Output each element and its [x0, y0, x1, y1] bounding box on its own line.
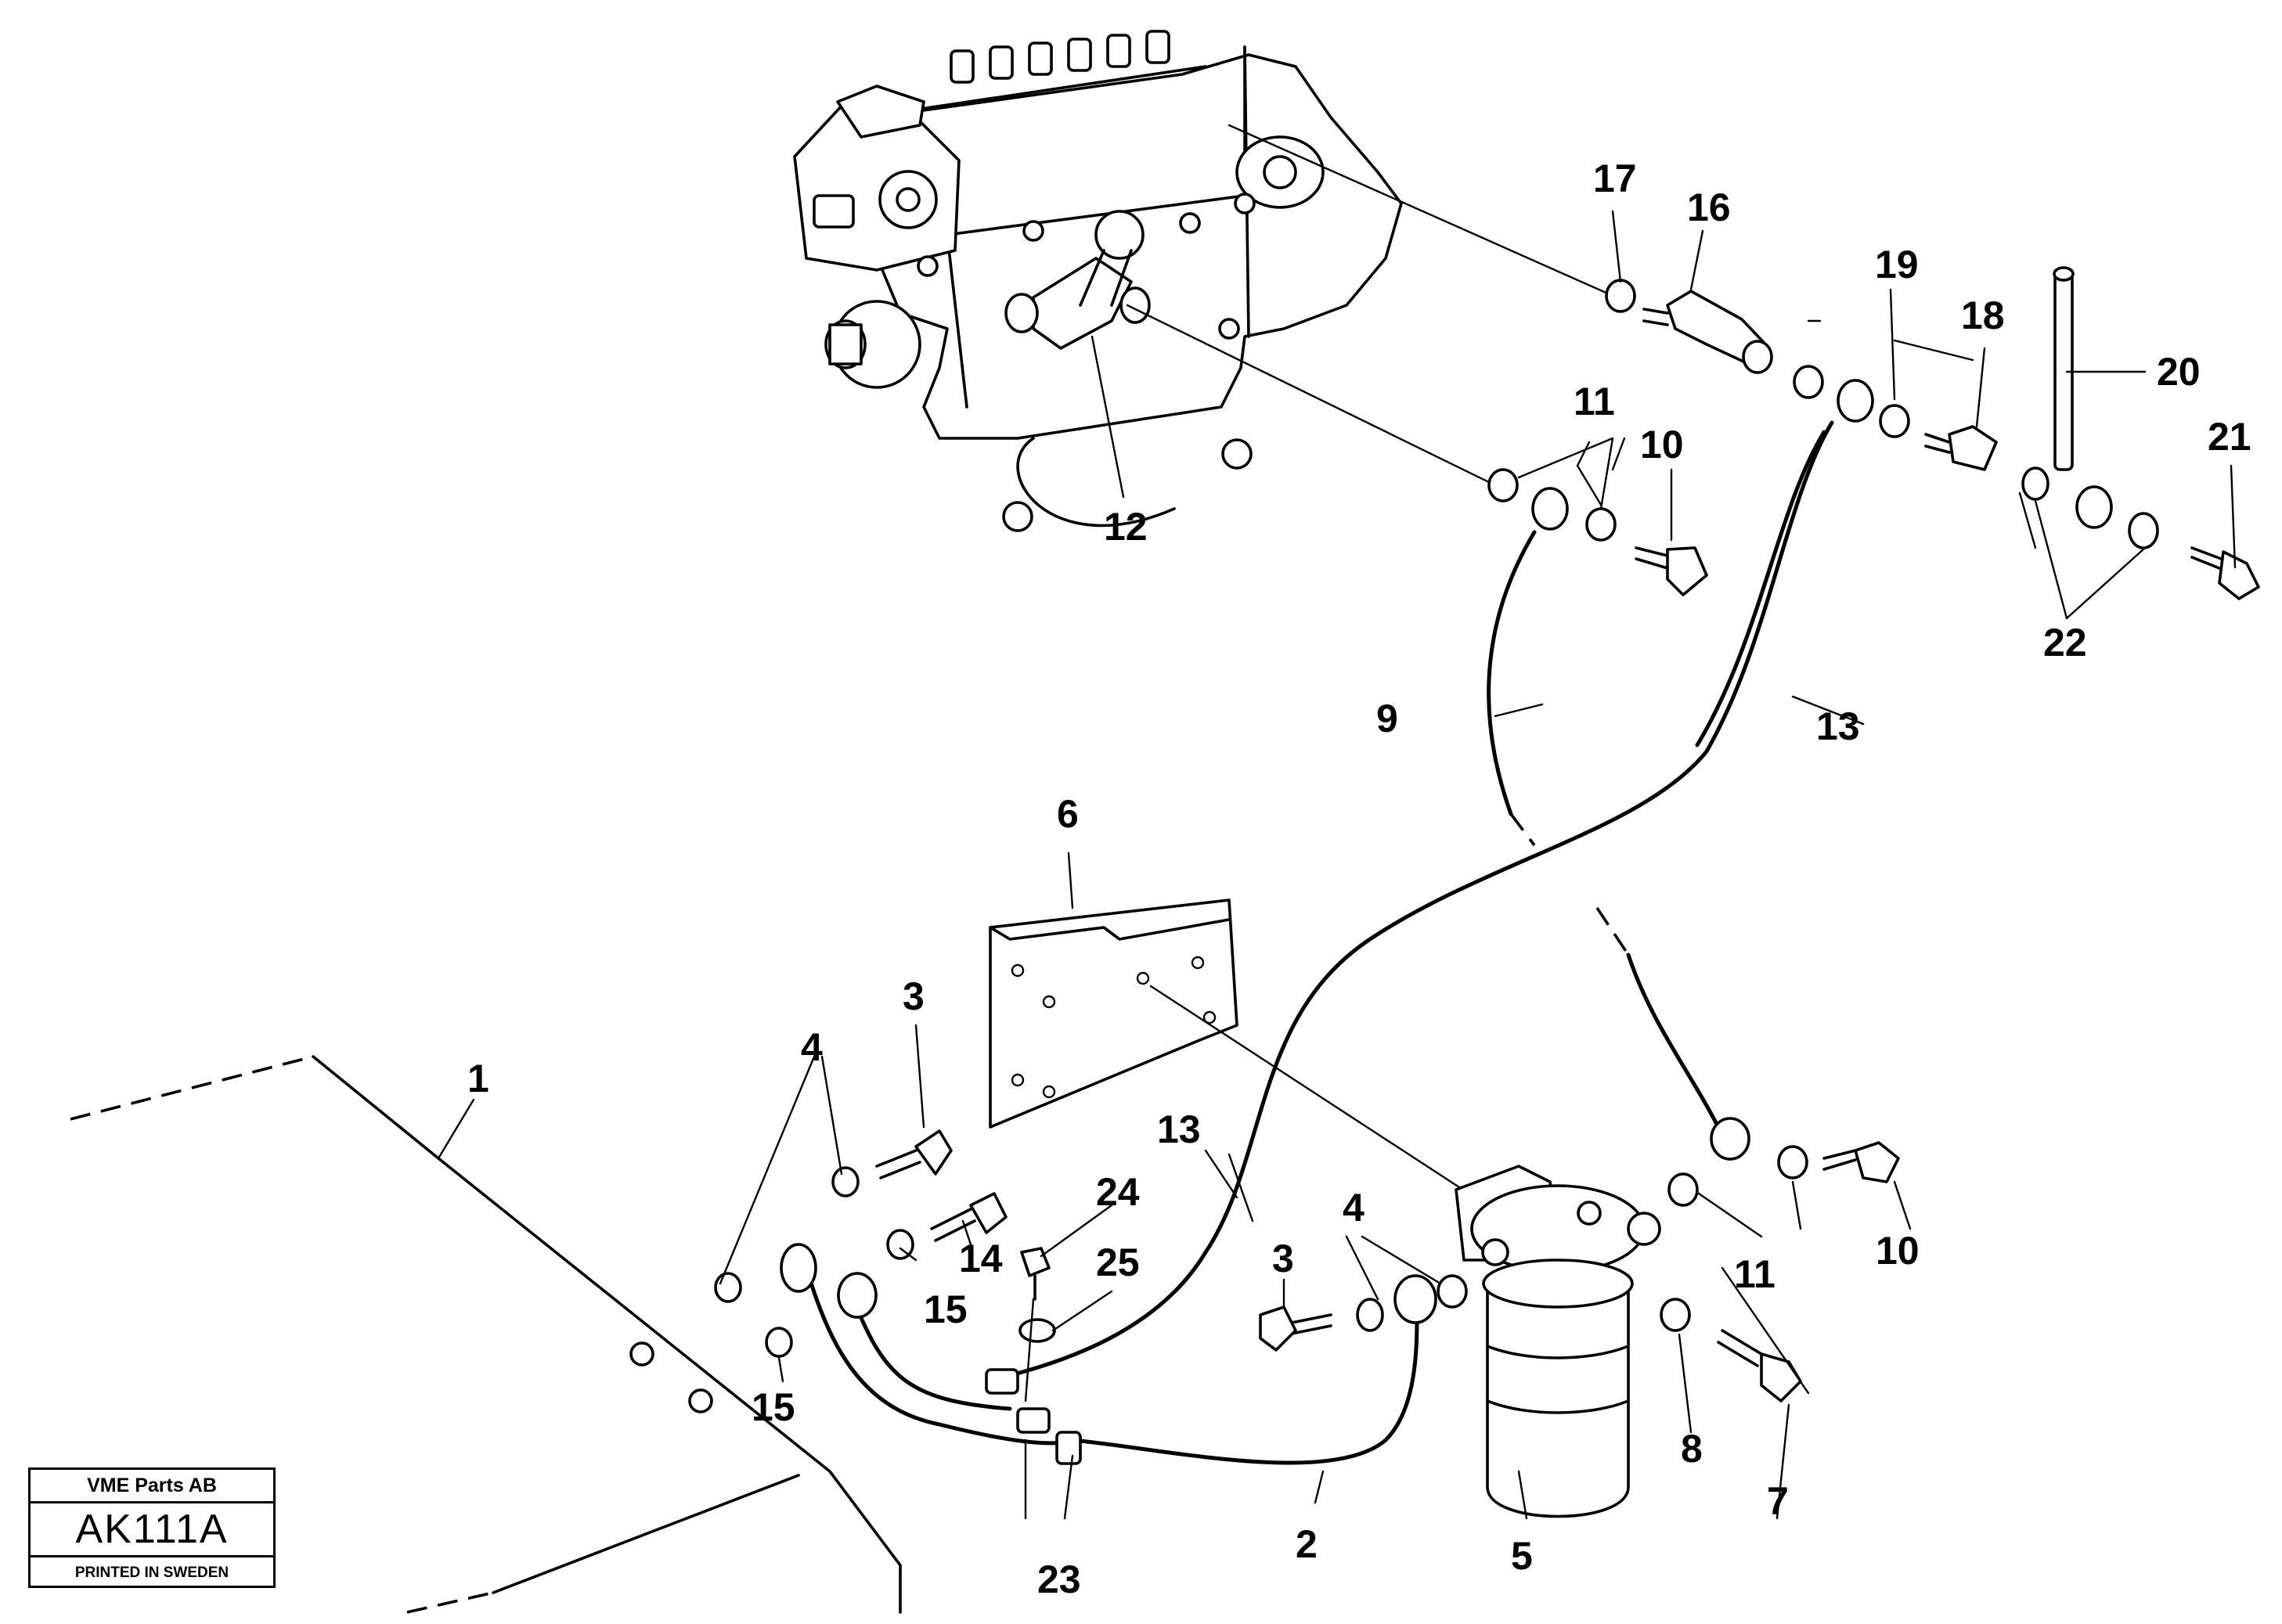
callout-15: 15 [924, 1287, 968, 1331]
callout-24: 24 [1096, 1170, 1140, 1214]
callout-18: 18 [1961, 293, 2005, 337]
callout-9: 9 [1376, 697, 1398, 740]
callout-25: 25 [1096, 1241, 1140, 1284]
callout-3: 3 [1272, 1237, 1294, 1280]
injection-pump [793, 30, 1403, 532]
callout-19: 19 [1875, 243, 1919, 286]
callout-10: 10 [1640, 423, 1684, 466]
callout-4: 4 [1343, 1186, 1365, 1230]
callout-8: 8 [1681, 1427, 1703, 1471]
publisher-stamp: VME Parts AB AK111A PRINTED IN SWEDEN [28, 1467, 276, 1588]
leader-lines-top [1091, 124, 2037, 549]
stamp-footer: PRINTED IN SWEDEN [74, 1565, 229, 1581]
callout-12: 12 [1104, 505, 1148, 549]
callout-4: 4 [801, 1025, 823, 1069]
callout-11: 11 [1574, 380, 1615, 423]
bracket-6 [989, 898, 1512, 1223]
stamp-company: VME Parts AB [31, 1470, 273, 1503]
callout-13: 13 [1816, 704, 1860, 748]
callout-16: 16 [1687, 185, 1731, 229]
lower-fittings [70, 1055, 1900, 1614]
stamp-code: AK111A [31, 1503, 273, 1557]
callout-10: 10 [1876, 1229, 1920, 1273]
callout-11: 11 [1734, 1252, 1775, 1296]
callout-3: 3 [903, 974, 925, 1018]
callout-labels: 1 2 3 3 4 4 5 6 7 8 9 10 10 11 11 12 13 … [467, 157, 2251, 1601]
fuel-filter-5 [1455, 1165, 1661, 1518]
callout-5: 5 [1511, 1534, 1533, 1578]
callout-14: 14 [959, 1237, 1003, 1280]
callout-6: 6 [1057, 792, 1079, 836]
callout-1: 1 [467, 1057, 489, 1100]
callout-2: 2 [1296, 1522, 1318, 1566]
callout-7: 7 [1767, 1479, 1789, 1523]
callout-21: 21 [2208, 415, 2251, 459]
callout-15: 15 [752, 1385, 795, 1429]
callout-20: 20 [2157, 350, 2201, 394]
callout-22: 22 [2043, 621, 2087, 664]
callout-13: 13 [1157, 1107, 1201, 1151]
fuel-hoses [804, 420, 1834, 1465]
callout-17: 17 [1593, 157, 1637, 200]
callout-23: 23 [1037, 1557, 1081, 1601]
callout-leaders [437, 210, 2237, 1520]
